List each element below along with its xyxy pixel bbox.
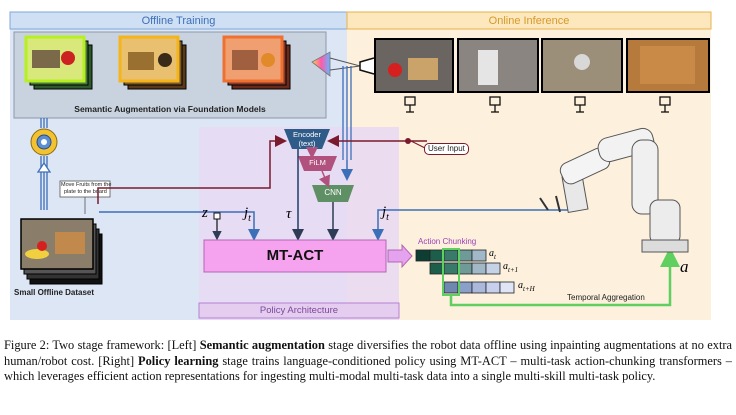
j-t-left-base: j xyxy=(244,205,249,221)
task-note-line-1: Move Fruits from the xyxy=(61,182,112,188)
caption-mid-2: stage trains language-conditioned policy… xyxy=(4,353,732,384)
j-t-right-sub: t xyxy=(386,212,389,223)
j-t-right-symbol: jt xyxy=(382,204,389,223)
caption-mid-1: stage diversifies the robot data offline… xyxy=(4,338,733,368)
caption-prefix: Figure 2: Two stage framework: [Left] xyxy=(4,338,200,352)
user-input-label: User Input xyxy=(424,143,469,155)
augmented-image-stack-1 xyxy=(24,35,93,90)
a-tH-base: a xyxy=(518,280,523,291)
action-chunking-label: Action Chunking xyxy=(418,237,477,246)
cnn-block xyxy=(312,185,354,202)
mt-act-label: MT-ACT xyxy=(266,247,324,264)
encoder-label: Encoder xyxy=(293,130,321,139)
caption-bold-1: Semantic augmentation xyxy=(199,338,325,352)
a-t1-symbol: at+1 xyxy=(503,261,518,274)
a-output-symbol: a xyxy=(680,257,689,276)
a-tH-sub: t+H xyxy=(523,285,535,293)
z-symbol: z xyxy=(202,205,208,221)
figure-caption: Figure 2: Two stage framework: [Left] Se… xyxy=(4,338,732,385)
online-inference-header: Online Inference xyxy=(488,15,570,27)
augmented-image-stack-2 xyxy=(118,35,187,90)
policy-architecture-panel xyxy=(199,127,399,320)
image-feature-lines xyxy=(342,66,352,160)
z-latent-box xyxy=(213,212,221,220)
policy-architecture-label: Policy Architecture xyxy=(259,305,339,316)
camera-view-images xyxy=(374,38,710,93)
mt-act-block xyxy=(203,239,387,273)
a-tH-symbol: at+H xyxy=(518,280,535,293)
encoder-sub-label: (text) xyxy=(298,139,316,148)
a-t1-sub: t+1 xyxy=(508,266,519,274)
action-chunk-grid xyxy=(415,249,515,294)
task-note-line-2: plate to the board xyxy=(64,189,107,195)
semantic-augmentation-label: Semantic Augmentation via Foundation Mod… xyxy=(74,104,266,114)
policy-arch-label-box xyxy=(198,302,400,319)
a-t-sub: t xyxy=(494,253,496,261)
prism-icon xyxy=(311,51,331,77)
mt-act-output-arrow xyxy=(387,243,413,269)
augmented-image-stack-3 xyxy=(222,35,291,90)
j-t-right-base: j xyxy=(382,204,387,220)
temporal-aggregation-arrow xyxy=(449,247,680,307)
cnn-label: CNN xyxy=(324,188,342,197)
caption-bold-2: Policy learning xyxy=(138,353,219,368)
a-t1-base: a xyxy=(503,261,508,272)
film-label: FiLM xyxy=(309,158,326,167)
framework-figure xyxy=(9,11,712,320)
camera-funnel xyxy=(359,57,375,75)
camera-icons xyxy=(404,96,671,113)
temporal-aggregation-label: Temporal Aggregation xyxy=(567,293,645,302)
offline-training-header: Offline Training xyxy=(141,15,216,27)
j-t-left-symbol: jt xyxy=(244,205,251,224)
small-offline-dataset-stack xyxy=(20,218,103,285)
encoder-block xyxy=(284,129,330,149)
a-t-symbol: at xyxy=(489,248,496,261)
tau-symbol: τ xyxy=(286,206,292,222)
online-header-bar xyxy=(346,11,712,30)
j-t-left-sub: t xyxy=(248,213,251,224)
a-t-base: a xyxy=(489,248,494,259)
film-block xyxy=(298,156,337,171)
gear-icon xyxy=(30,128,58,156)
small-offline-dataset-label: Small Offline Dataset xyxy=(14,288,95,297)
robot-arm-illustration xyxy=(539,127,689,253)
